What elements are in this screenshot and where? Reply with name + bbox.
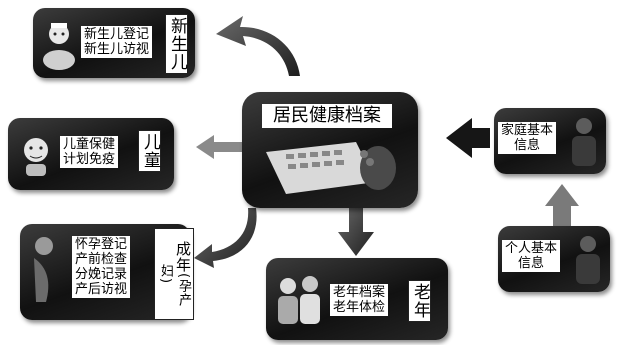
keyboard-phone-icon	[266, 142, 396, 194]
elderly-item-checkup: 老年体检	[333, 300, 386, 315]
maternal-tag-sub: (孕产妇)	[158, 263, 191, 308]
elderly-box: 老年档案 老年体检 老年	[266, 258, 448, 340]
individual-box: 个人基本 信息	[498, 226, 610, 292]
child-items: 儿童保健 计划免疫	[60, 136, 119, 168]
newborn-tag: 新生儿	[165, 14, 188, 74]
arrow-individual-to-family	[545, 184, 579, 226]
family-box: 家庭基本 信息	[494, 108, 606, 174]
pregnant-woman-icon	[34, 237, 53, 302]
newborn-item-register: 新生儿登记	[84, 27, 150, 42]
arrow-to-child	[196, 135, 242, 159]
nurse-baby-icon	[43, 23, 75, 70]
maternal-tag: 成年(孕产妇)	[154, 228, 194, 320]
child-item-care: 儿童保健	[63, 137, 116, 152]
maternal-items: 怀孕登记 产前检查 分娩记录 产后访视	[72, 236, 131, 298]
child-icon	[24, 138, 48, 176]
individual-items: 个人基本 信息	[502, 240, 561, 272]
maternal-box: 怀孕登记 产前检查 分娩记录 产后访视 成年(孕产妇)	[20, 224, 194, 320]
arrow-to-maternal	[194, 208, 257, 268]
elderly-couple-icon	[278, 276, 320, 324]
elderly-items: 老年档案 老年体检	[330, 284, 389, 316]
maternal-item-prenatal: 产前检查	[75, 252, 128, 267]
family-item-line1: 家庭基本	[501, 123, 554, 138]
child-item-immunization: 计划免疫	[63, 152, 116, 167]
family-items: 家庭基本 信息	[498, 122, 557, 154]
individual-item-line2: 信息	[518, 256, 545, 271]
individual-item-line1: 个人基本	[505, 241, 558, 256]
child-tag: 儿童	[138, 130, 161, 172]
arrow-to-elderly	[338, 204, 374, 256]
maternal-item-register: 怀孕登记	[75, 237, 128, 252]
maternal-item-delivery: 分娩记录	[75, 267, 128, 282]
elderly-item-archive: 老年档案	[333, 285, 386, 300]
maternal-item-postnatal: 产后访视	[75, 282, 128, 297]
center-title: 居民健康档案	[262, 104, 392, 128]
newborn-items: 新生儿登记 新生儿访视	[81, 26, 153, 58]
child-box: 儿童保健 计划免疫 儿童	[8, 118, 174, 190]
newborn-box: 新生儿登记 新生儿访视 新生儿	[33, 8, 195, 78]
arrow-to-newborn	[216, 16, 300, 76]
maternal-tag-main: 成年	[174, 240, 192, 273]
arrow-from-family	[446, 118, 490, 158]
person-icon	[576, 236, 600, 284]
family-item-line2: 信息	[514, 138, 541, 153]
newborn-item-visit: 新生儿访视	[84, 42, 150, 57]
family-icon	[572, 118, 596, 166]
elderly-tag: 老年	[408, 280, 431, 322]
